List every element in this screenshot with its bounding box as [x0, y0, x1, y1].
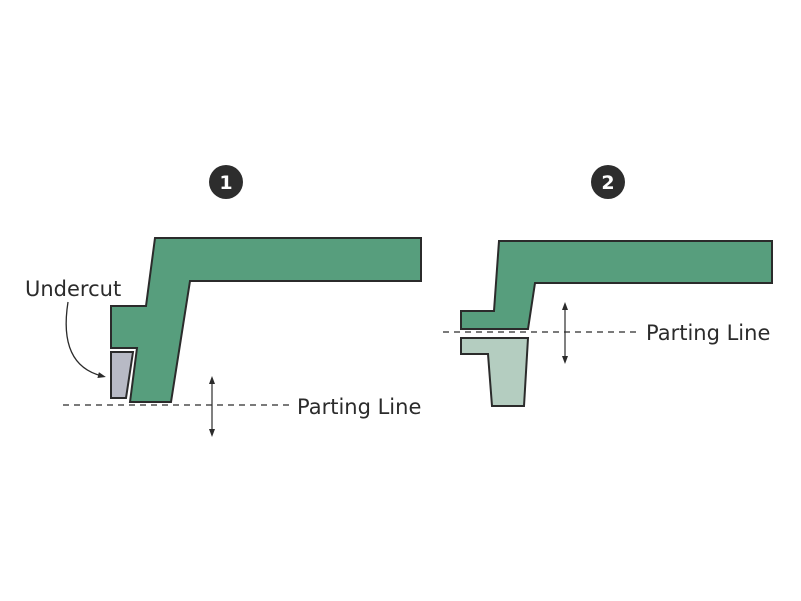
- mold-lower-half: [460, 337, 530, 407]
- badge-number: 1: [219, 172, 232, 194]
- parting-line-label-1: Parting Line: [297, 395, 421, 419]
- panel-1: 1 Undercut Parting Line: [25, 165, 422, 437]
- undercut-feature: [110, 351, 135, 399]
- undercut-label: Undercut: [25, 277, 121, 301]
- undercut-pointer-arrow: [65, 301, 106, 378]
- panel-2-badge: 2: [591, 165, 625, 199]
- panel-1-badge: 1: [209, 165, 243, 199]
- mold-upper-half: [460, 240, 773, 330]
- panel-2: 2 Parting Line: [443, 165, 773, 407]
- badge-circle: [209, 165, 243, 199]
- badge-circle: [591, 165, 625, 199]
- molded-part-1: [110, 237, 422, 403]
- badge-number: 2: [601, 172, 614, 194]
- parting-line-label-2: Parting Line: [646, 321, 770, 345]
